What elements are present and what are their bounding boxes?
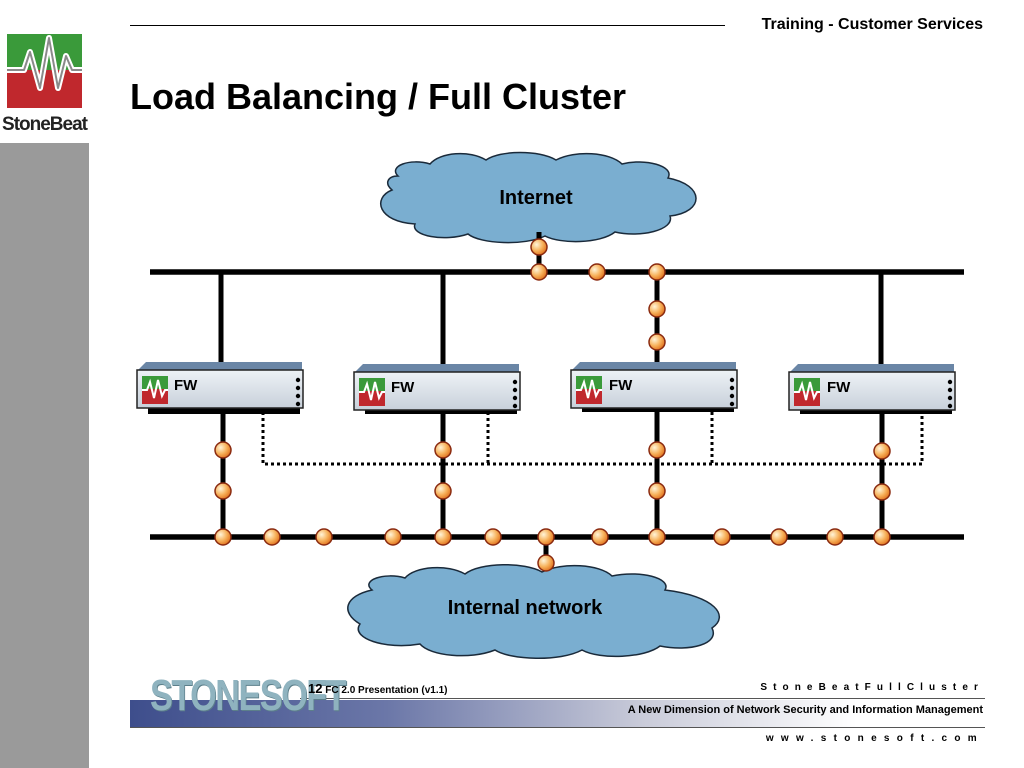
presentation-name: FC 2.0 Presentation (v1.1)	[325, 685, 448, 696]
heartbeat-link	[261, 412, 924, 466]
packet-node	[214, 441, 232, 459]
footer-tagline: A New Dimension of Network Security and …	[627, 704, 983, 716]
firewall-label-2: FW	[391, 379, 415, 396]
packet-node	[214, 482, 232, 500]
stonebeat-logo-icon	[7, 34, 82, 108]
packet-node	[648, 528, 666, 546]
packet-node	[713, 528, 731, 546]
product-name: StoneBeatFullCluster	[760, 682, 984, 693]
firewall-unit-1	[136, 362, 304, 414]
stonebeat-logo: StoneBeat	[0, 0, 89, 143]
packet-node	[315, 528, 333, 546]
stonebeat-logo-text: StoneBeat	[2, 114, 88, 135]
packet-node	[648, 333, 666, 351]
packet-node	[648, 263, 666, 281]
stonesoft-logo: STONESOFT	[150, 671, 347, 720]
packet-node	[648, 482, 666, 500]
packet-nodes	[214, 238, 891, 572]
footer-url: www.stonesoft.com	[765, 733, 984, 744]
packet-node	[826, 528, 844, 546]
packet-node	[537, 554, 555, 572]
firewall-label-3: FW	[609, 377, 633, 394]
packet-node	[648, 441, 666, 459]
packet-node	[873, 483, 891, 501]
packet-node	[434, 482, 452, 500]
header-label: Training - Customer Services	[761, 16, 983, 33]
packet-node	[591, 528, 609, 546]
packet-node	[434, 528, 452, 546]
footer-divider-top	[300, 698, 985, 699]
packet-node	[648, 300, 666, 318]
packet-node	[537, 528, 555, 546]
footer-band	[130, 700, 985, 727]
packet-node	[770, 528, 788, 546]
internet-cloud	[380, 151, 697, 244]
packet-node	[530, 263, 548, 281]
packet-node	[588, 263, 606, 281]
firewall-unit-4	[788, 364, 956, 414]
firewall-unit-2	[353, 364, 521, 414]
packet-node	[214, 528, 232, 546]
slide-number: 12	[308, 681, 323, 696]
internal-network-label: Internal network	[447, 597, 603, 619]
packet-node	[384, 528, 402, 546]
packet-node	[873, 528, 891, 546]
packet-node	[484, 528, 502, 546]
slide-title: Load Balancing / Full Cluster	[130, 76, 627, 117]
presentation-info: 12 FC 2.0 Presentation (v1.1)	[308, 681, 448, 696]
firewall-label-1: FW	[174, 377, 198, 394]
packet-node	[434, 441, 452, 459]
firewall-unit-3	[570, 362, 738, 412]
internet-label: Internet	[499, 187, 573, 209]
firewall-label-4: FW	[827, 379, 851, 396]
packet-node	[873, 442, 891, 460]
header-divider	[130, 25, 725, 26]
internal-network-cloud	[347, 564, 720, 659]
packet-node	[263, 528, 281, 546]
packet-node	[530, 238, 548, 256]
footer-divider-bottom	[130, 727, 985, 728]
